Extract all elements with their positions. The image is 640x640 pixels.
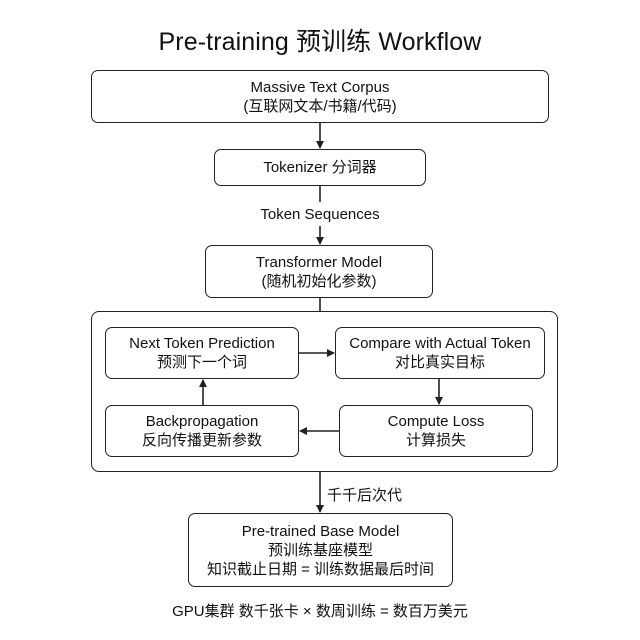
node-pretrained-base-model-sublabel: 预训练基座模型 <box>267 541 373 559</box>
node-transformer-model-label: Transformer Model <box>255 253 383 271</box>
node-compare-actual-token: Compare with Actual Token 对比真实目标 <box>335 327 545 379</box>
node-tokenizer-label: Tokenizer 分词器 <box>263 159 377 176</box>
edge-label-iterations: 千千后次代 <box>327 487 403 504</box>
node-text-corpus-sublabel: (互联网文本/书籍/代码) <box>243 97 397 115</box>
node-compare-actual-token-label: Compare with Actual Token <box>349 335 531 352</box>
edge-label-token-sequences: Token Sequences <box>260 206 380 223</box>
node-transformer-model: Transformer Model (随机初始化参数) <box>205 245 433 298</box>
node-compute-loss: Compute Loss 计算损失 <box>339 405 533 457</box>
node-pretrained-base-model: Pre-trained Base Model 预训练基座模型 知识截止日期 = … <box>188 513 453 587</box>
node-pretrained-base-model-label: Pre-trained Base Model <box>241 522 400 540</box>
node-text-corpus: Massive Text Corpus (互联网文本/书籍/代码) <box>91 70 549 123</box>
node-pretrained-base-model-note: 知识截止日期 = 训练数据最后时间 <box>206 560 435 578</box>
node-next-token-prediction: Next Token Prediction 预测下一个词 <box>105 327 299 379</box>
node-next-token-prediction-label: Next Token Prediction <box>129 335 275 352</box>
node-transformer-model-sublabel: (随机初始化参数) <box>261 272 377 290</box>
training-loop-container <box>91 311 558 472</box>
node-compute-loss-sublabel: 计算损失 <box>405 432 466 449</box>
node-compute-loss-label: Compute Loss <box>387 413 485 430</box>
node-compare-actual-token-sublabel: 对比真实目标 <box>394 354 485 371</box>
diagram-title: Pre-training 预训练 Workflow <box>158 28 482 56</box>
node-backpropagation-label: Backpropagation <box>145 413 259 430</box>
node-backpropagation: Backpropagation 反向传播更新参数 <box>105 405 299 457</box>
node-backpropagation-sublabel: 反向传播更新参数 <box>141 432 262 449</box>
node-text-corpus-label: Massive Text Corpus <box>250 78 390 96</box>
footer-note: GPU集群 数千张卡 × 数周训练 = 数百万美元 <box>172 603 468 620</box>
node-tokenizer: Tokenizer 分词器 <box>214 149 426 186</box>
node-next-token-prediction-sublabel: 预测下一个词 <box>156 354 247 371</box>
